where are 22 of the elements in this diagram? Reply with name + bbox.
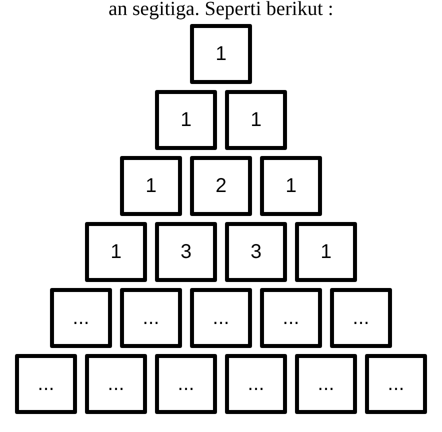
- number-box: ...: [155, 354, 217, 414]
- number-box: 3: [155, 222, 217, 282]
- number-box: 2: [190, 156, 252, 216]
- number-box: ...: [365, 354, 427, 414]
- number-box: ...: [120, 288, 182, 348]
- number-box: ...: [330, 288, 392, 348]
- number-box: 1: [295, 222, 357, 282]
- number-box: ...: [85, 354, 147, 414]
- number-box: 1: [190, 24, 252, 84]
- number-box: 3: [225, 222, 287, 282]
- number-box: 1: [155, 90, 217, 150]
- number-box: 1: [260, 156, 322, 216]
- number-box: ...: [260, 288, 322, 348]
- number-box: ...: [50, 288, 112, 348]
- number-box: 1: [225, 90, 287, 150]
- number-box: 1: [120, 156, 182, 216]
- number-box: ...: [295, 354, 357, 414]
- number-box: ...: [15, 354, 77, 414]
- number-box: 1: [85, 222, 147, 282]
- number-box: ...: [225, 354, 287, 414]
- number-box: ...: [190, 288, 252, 348]
- caption-text: an segitiga. Seperti berikut :: [108, 0, 334, 21]
